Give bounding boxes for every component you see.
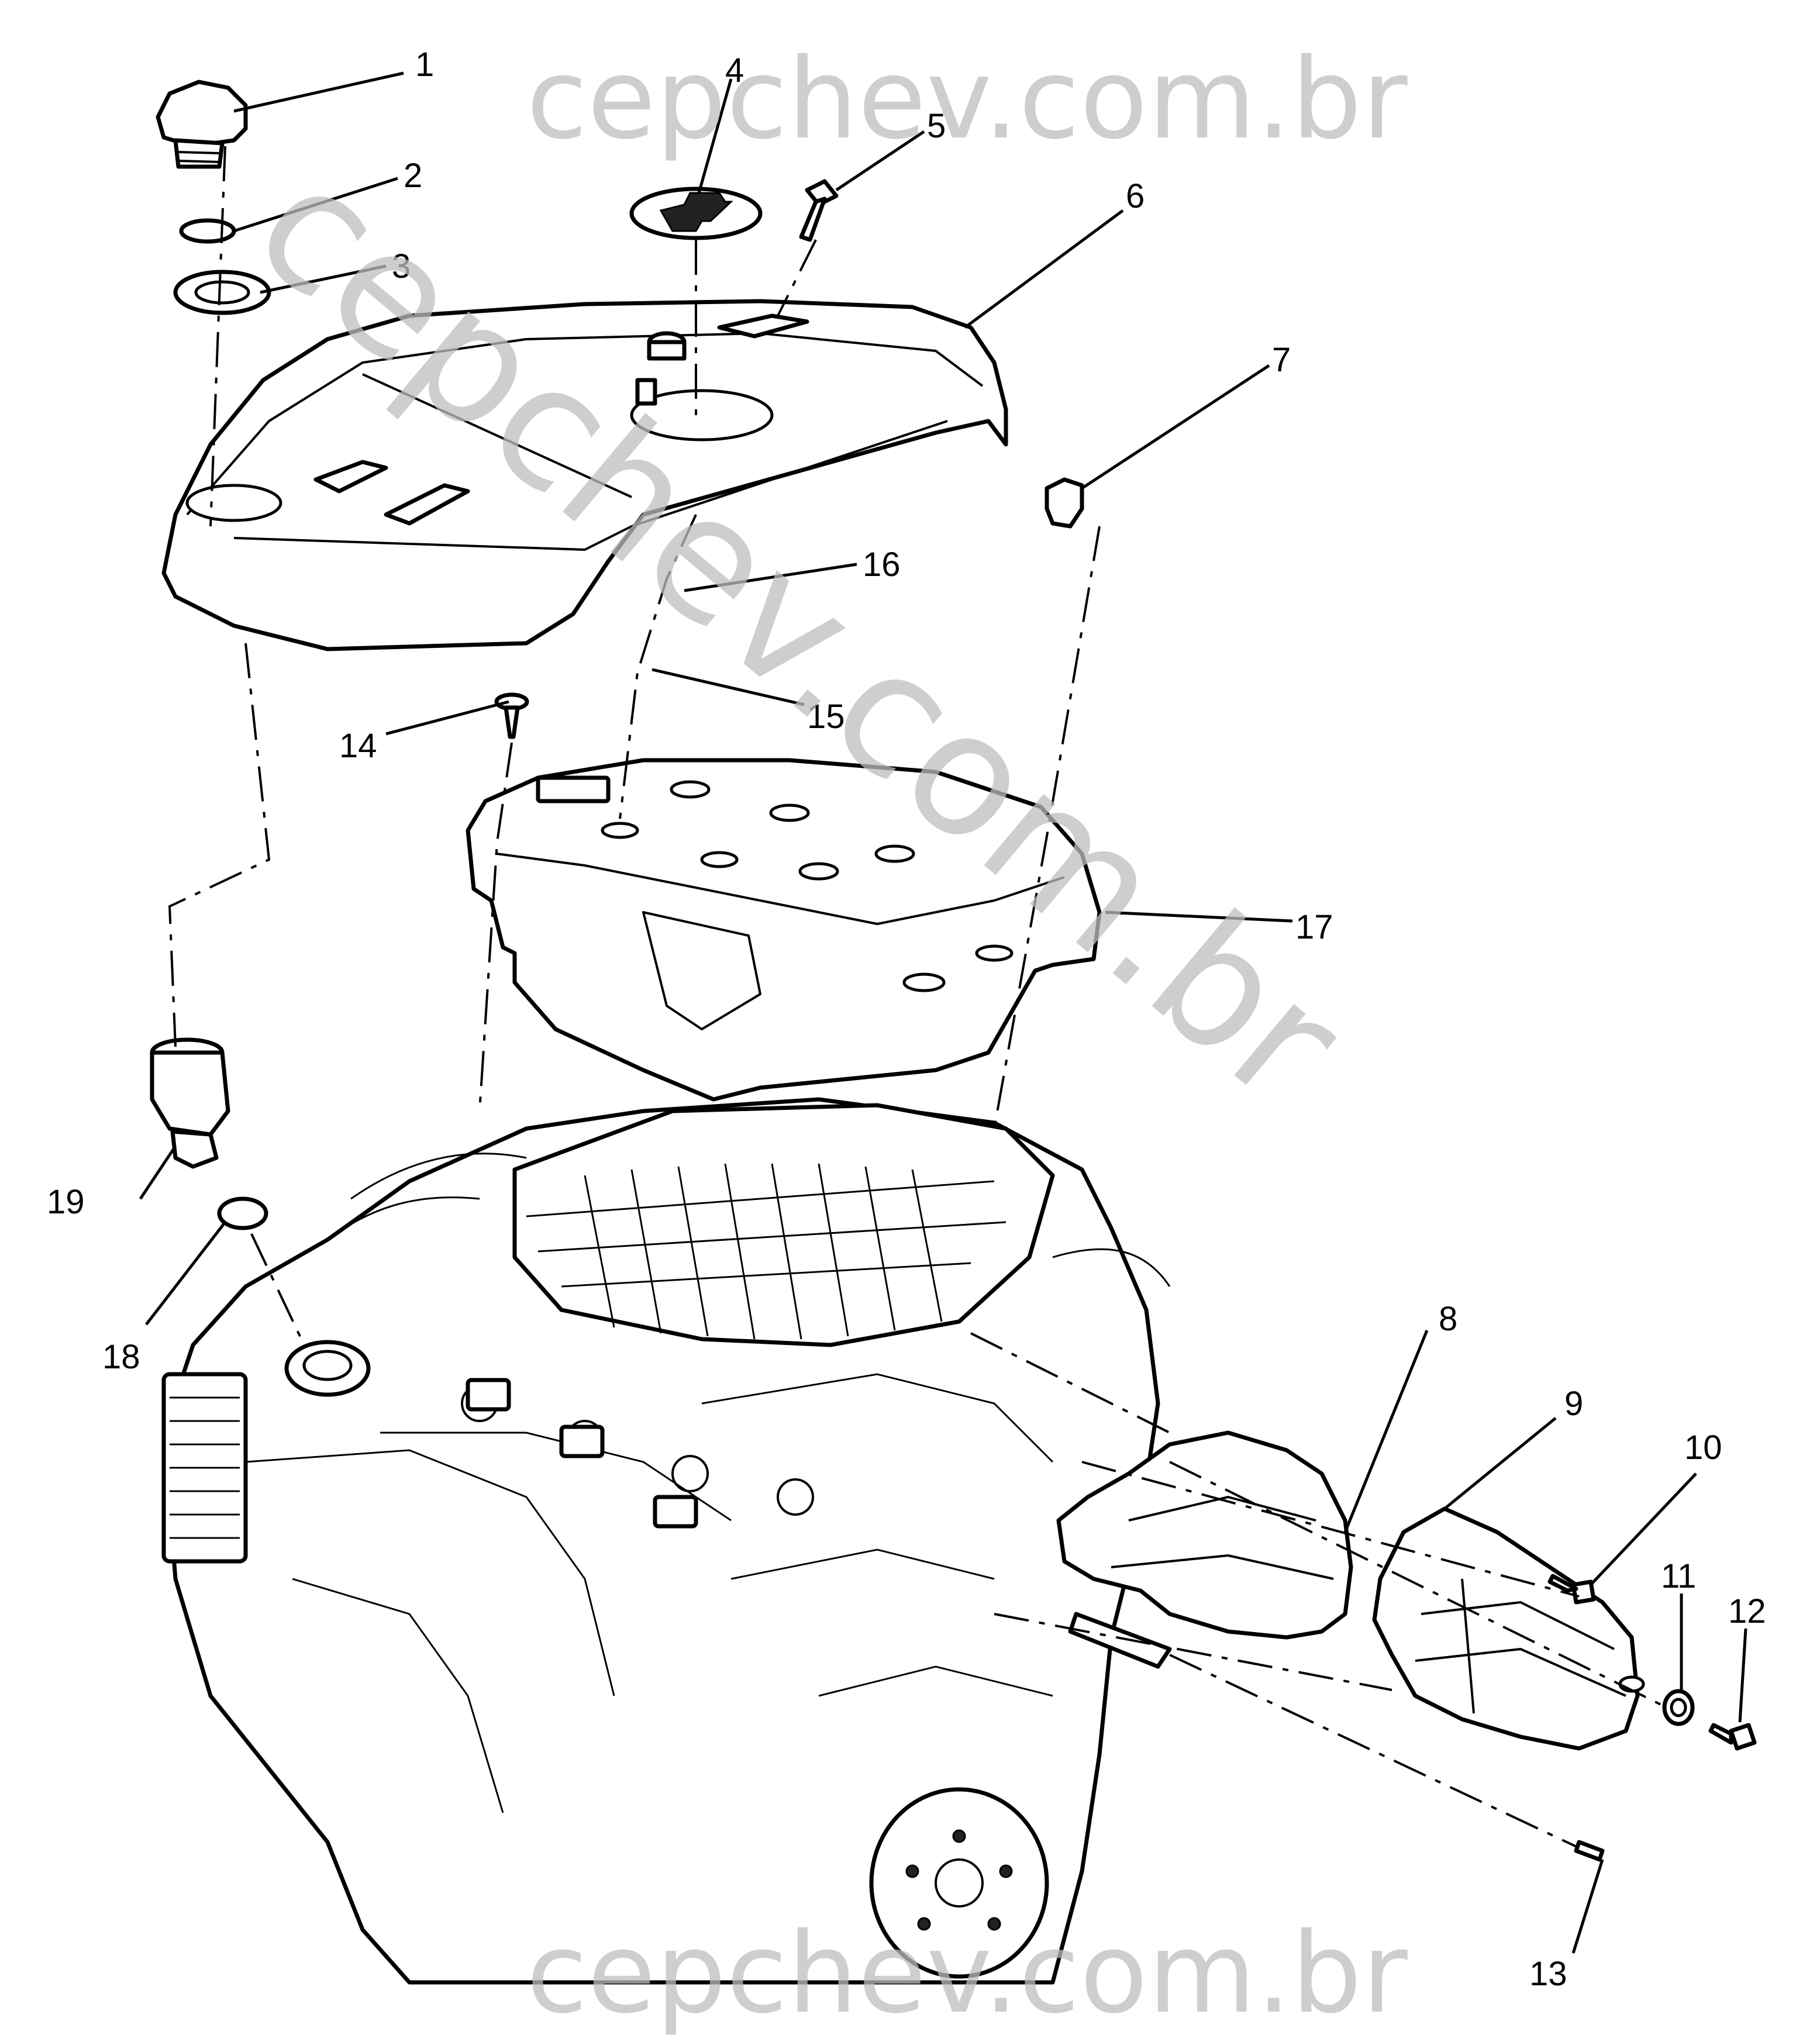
callout-2: 2 [404,157,422,195]
callout-14: 14 [339,727,377,765]
leader-lines [139,71,1747,1954]
watermark-top: cepchev.com.br [526,35,1408,164]
heat-shield-8 [1056,1430,1353,1669]
stud-13 [1574,1840,1605,1862]
callout-13: 13 [1529,1955,1567,1993]
callout-7: 7 [1272,341,1291,379]
watermark-bottom: cepchev.com.br [526,1909,1408,2035]
cover-clip-7 [1045,477,1084,529]
callout-9: 9 [1564,1385,1583,1423]
callout-11: 11 [1661,1557,1696,1595]
stud-15 [635,378,657,406]
callout-labels: 1 2 3 4 5 6 7 8 9 10 11 12 13 14 15 16 1… [47,46,1766,1993]
callout-10: 10 [1684,1429,1722,1467]
callout-6: 6 [1126,177,1145,215]
alignment-lines [168,146,1667,1849]
callout-5: 5 [927,107,946,145]
grommet-16 [647,331,687,361]
oil-fill-seal [173,270,271,315]
oil-fill-tube [150,1037,230,1169]
callout-18: 18 [102,1338,140,1376]
callout-12: 12 [1728,1592,1766,1630]
oil-cap-o-ring [179,218,236,244]
callout-3: 3 [392,247,411,285]
callout-19: 19 [47,1183,85,1221]
callout-15: 15 [807,698,845,736]
push-pin-14 [494,692,529,739]
cover-bolt-5 [799,179,839,242]
bolt-12 [1708,1723,1757,1751]
callout-16: 16 [863,546,901,584]
fill-tube-o-ring [217,1196,268,1230]
callout-4: 4 [725,51,744,89]
callout-1: 1 [415,46,434,84]
callout-8: 8 [1439,1300,1457,1338]
spacer-11 [1662,1689,1695,1726]
engine-cover-upper [161,299,1008,651]
callout-17: 17 [1295,908,1333,946]
engine-assembly [161,1097,1171,1985]
oil-fill-cap [156,80,248,169]
cover-emblem [629,187,763,240]
engine-cover-lower [466,758,1102,1102]
